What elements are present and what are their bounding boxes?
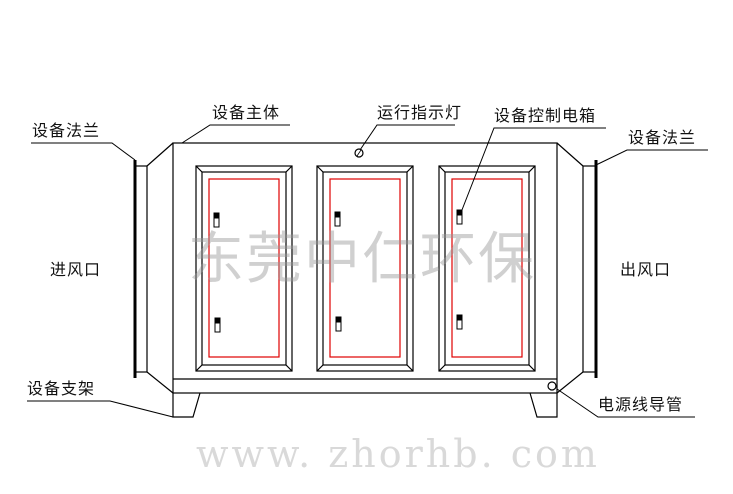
left-flange	[133, 142, 174, 394]
indicator-light	[354, 148, 364, 158]
door-handles	[213, 209, 463, 333]
door-3	[438, 165, 536, 372]
leader-power-conduit	[556, 388, 695, 418]
handle-icon	[213, 212, 220, 228]
door-2	[316, 165, 414, 372]
leader-indicator	[359, 124, 455, 151]
label-main-body: 设备主体	[212, 103, 281, 122]
leader-main-body	[181, 124, 290, 144]
leader-flange-right	[595, 149, 708, 166]
right-leg	[529, 392, 558, 418]
handle-icon	[214, 317, 221, 333]
label-control-box: 设备控制电箱	[494, 106, 597, 125]
label-flange-right: 设备法兰	[628, 128, 697, 147]
left-leg	[172, 392, 201, 418]
label-support: 设备支架	[27, 379, 96, 398]
leader-flange-left	[31, 142, 136, 161]
leader-support	[27, 400, 174, 418]
watermark-company: 东莞中仁环保	[188, 227, 536, 292]
label-indicator-light: 运行指示灯	[377, 103, 463, 122]
watermark-url: www. zhorhb. com	[196, 432, 600, 476]
power-conduit-port	[547, 381, 557, 391]
door-1	[195, 165, 293, 372]
handle-icon	[456, 209, 463, 225]
label-flange-left: 设备法兰	[32, 121, 101, 140]
label-air-inlet: 进风口	[50, 260, 102, 279]
handle-icon	[334, 211, 341, 227]
leader-control-box	[459, 127, 606, 216]
label-power-conduit: 电源线导管	[598, 395, 684, 414]
right-flange	[556, 142, 598, 394]
handle-icon	[456, 314, 463, 330]
label-air-outlet: 出风口	[620, 260, 672, 279]
handle-icon	[335, 316, 342, 332]
